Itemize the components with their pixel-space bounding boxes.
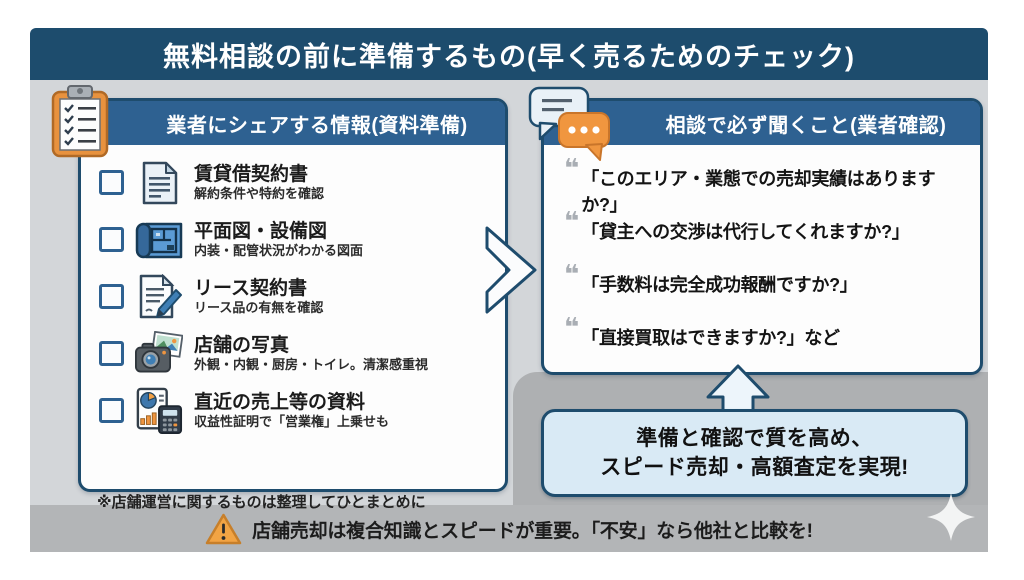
up-arrow <box>704 364 772 414</box>
item-subtitle: 外観・内観・厨房・トイレ。清潔感重視 <box>194 356 429 372</box>
item-subtitle: リース品の有無を確認 <box>194 299 324 315</box>
speech-bubbles-icon <box>524 86 616 164</box>
rental-contract-document-icon <box>135 159 183 207</box>
checklist-row-rental-contract: 賃貸借契約書 解約条件や特約を確認 <box>95 154 497 211</box>
clipboard-checklist-icon <box>50 83 110 159</box>
checkbox[interactable] <box>99 284 124 309</box>
title-band: 無料相談の前に準備するもの(早く売るためのチェック) <box>30 28 988 80</box>
question-text: 「このエリア・業態での売却実績はありますか?」 <box>581 169 936 215</box>
quote-mark-icon: ❝ <box>564 206 580 236</box>
checkbox[interactable] <box>99 170 124 195</box>
item-title: 店舗の写真 <box>194 334 290 356</box>
camera-photos-icon <box>135 330 183 378</box>
question-row: ❝ 「手数料は完全成功報酬ですか?」 <box>564 259 970 316</box>
item-subtitle: 内装・配管状況がわかる図面 <box>194 242 364 258</box>
question-text: 「直接買取はできますか?」など <box>581 328 840 348</box>
sales-report-calculator-icon <box>135 387 183 435</box>
right-arrow <box>482 222 544 318</box>
footer-warning-text: 店舗売却は複合知識とスピードが重要。「不安」なら他社と比較を! <box>252 520 813 542</box>
checklist-row-floor-plan: 平面図・設備図 内装・配管状況がわかる図面 <box>95 211 497 268</box>
item-subtitle: 収益性証明で「営業権」上乗せも <box>194 413 390 429</box>
lease-contract-pen-icon <box>135 273 183 321</box>
footer-warning: 店舗売却は複合知識とスピードが重要。「不安」なら他社と比較を! <box>30 508 988 550</box>
checkbox[interactable] <box>99 227 124 252</box>
questions-panel: 相談で必ず聞くこと(業者確認) ❝ 「このエリア・業態での売却実績はありますか?… <box>541 98 983 375</box>
share-info-panel-title: 業者にシェアする情報(資料準備) <box>166 114 468 137</box>
background-dark-gray-bottom <box>30 505 988 552</box>
quote-mark-icon: ❝ <box>564 153 580 183</box>
quote-mark-icon: ❝ <box>564 312 580 342</box>
checkbox[interactable] <box>99 341 124 366</box>
blueprint-icon <box>135 216 183 264</box>
item-title: 賃貸借契約書 <box>194 163 309 185</box>
question-row: ❝ 「このエリア・業態での売却実績はありますか?」 <box>564 153 970 215</box>
questions-panel-title: 相談で必ず聞くこと(業者確認) <box>665 114 947 137</box>
document-checklist: 賃貸借契約書 解約条件や特約を確認 <box>81 145 505 511</box>
checklist-row-store-photos: 店舗の写真 外観・内観・厨房・トイレ。清潔感重視 <box>95 325 497 382</box>
questions-panel-header: 相談で必ず聞くこと(業者確認) <box>544 101 980 145</box>
question-text: 「手数料は完全成功報酬ですか?」 <box>581 275 858 295</box>
result-line1: 準備と確認で質を高め、 <box>636 426 873 450</box>
checklist-row-sales-documents: 直近の売上等の資料 収益性証明で「営業権」上乗せも <box>95 382 497 439</box>
quote-mark-icon: ❝ <box>564 259 580 289</box>
question-row: ❝ 「直接買取はできますか?」など <box>564 312 970 369</box>
checklist-row-lease-contract: リース契約書 リース品の有無を確認 <box>95 268 497 325</box>
question-row: ❝ 「貸主への交渉は代行してくれますか?」 <box>564 206 970 263</box>
item-subtitle: 解約条件や特約を確認 <box>194 185 325 201</box>
item-title: 平面図・設備図 <box>194 220 328 242</box>
checkbox[interactable] <box>99 398 124 423</box>
share-info-panel: 業者にシェアする情報(資料準備) 賃貸借契約書 解約 <box>78 98 508 511</box>
warning-triangle-icon <box>205 513 242 546</box>
item-title: リース契約書 <box>194 277 308 299</box>
share-info-panel-header: 業者にシェアする情報(資料準備) <box>81 101 505 145</box>
result-line2: スピード売却・高額査定を実現! <box>600 456 909 479</box>
left-panel-note: ※店舗運営に関するものは整理してひとまとめに <box>97 494 426 511</box>
question-text: 「貸主への交渉は代行してくれますか?」 <box>581 222 910 242</box>
item-title: 直近の売上等の資料 <box>194 391 366 413</box>
sparkle-icon <box>926 492 976 542</box>
result-box: 準備と確認で質を高め、 スピード売却・高額査定を実現! <box>541 409 968 497</box>
questions-list: ❝ 「このエリア・業態での売却実績はありますか?」 ❝ 「貸主への交渉は代行して… <box>544 145 980 369</box>
page-title: 無料相談の前に準備するもの(早く売るためのチェック) <box>163 41 855 72</box>
